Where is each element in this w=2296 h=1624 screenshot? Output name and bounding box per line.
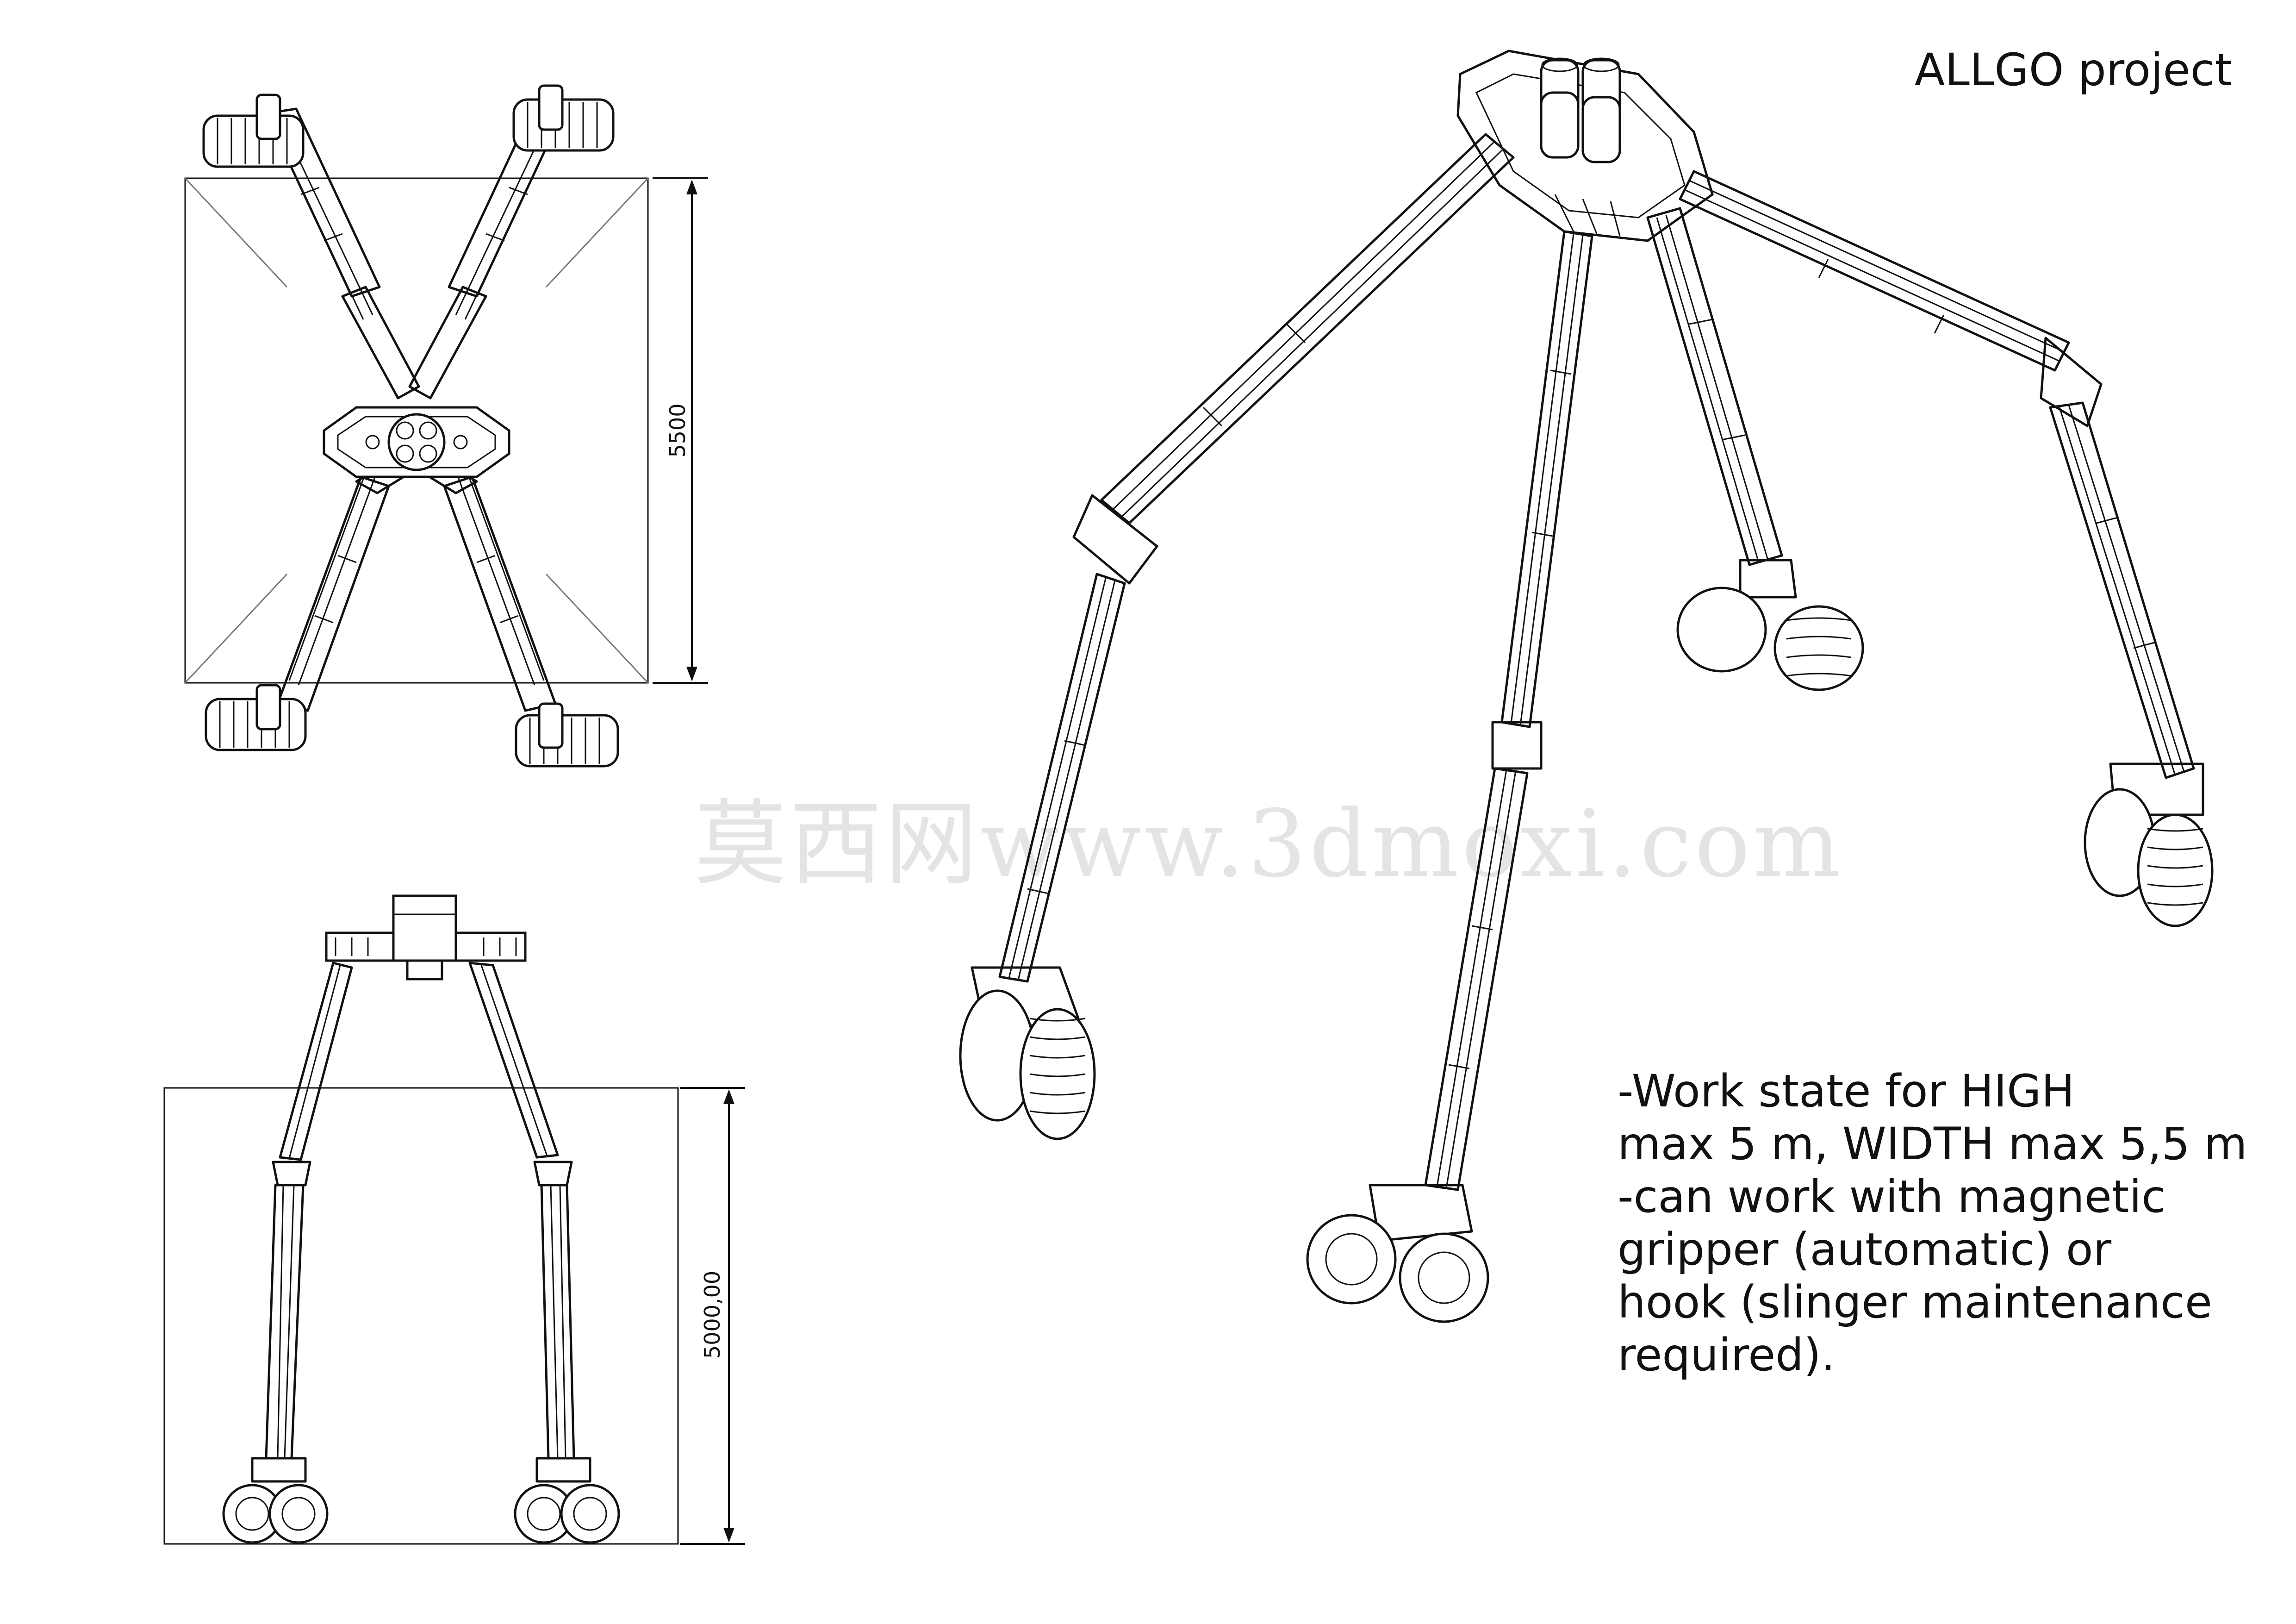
iso-wheel-right bbox=[2084, 788, 2214, 927]
top-wheel-se bbox=[515, 702, 619, 768]
iso-wheel-back bbox=[1676, 587, 1864, 691]
front-view-dimension: 5000,00 bbox=[700, 1271, 725, 1359]
iso-wheel-left bbox=[959, 989, 1096, 1140]
front-top-beam bbox=[325, 894, 527, 981]
front-leg-left bbox=[251, 962, 353, 1483]
note-line: max 5 m, WIDTH max 5,5 m bbox=[1618, 1118, 2247, 1170]
iso-platform bbox=[1456, 50, 1714, 242]
note-line: -can work with magnetic bbox=[1618, 1171, 2166, 1223]
iso-arm-back bbox=[1646, 207, 1797, 599]
iso-arm-right bbox=[1679, 170, 2204, 816]
note-line: hook (slinger maintenance bbox=[1618, 1276, 2212, 1328]
front-wheels-left bbox=[222, 1484, 329, 1544]
iso-arm-left bbox=[971, 133, 1515, 1034]
iso-arm-center bbox=[1369, 230, 1593, 1242]
front-wheels-right bbox=[514, 1484, 620, 1544]
watermark: 莫西网www.3dmoxi.com bbox=[694, 790, 1844, 898]
iso-wheel-center bbox=[1306, 1214, 1489, 1323]
note-line: gripper (automatic) or bbox=[1618, 1224, 2112, 1275]
top-wheel-nw bbox=[202, 94, 305, 168]
top-arm-nw bbox=[265, 107, 420, 400]
top-wheel-ne bbox=[512, 84, 615, 152]
top-hub bbox=[323, 406, 510, 478]
work-state-notes: -Work state for HIGH max 5 m, WIDTH max … bbox=[1618, 1065, 2247, 1381]
front-leg-right bbox=[468, 962, 591, 1483]
top-view-dimension: 5500 bbox=[665, 403, 690, 457]
top-wheel-sw bbox=[205, 684, 307, 751]
project-title: ALLGO project bbox=[1914, 44, 2232, 96]
note-line: required). bbox=[1618, 1329, 1836, 1381]
note-line: -Work state for HIGH bbox=[1618, 1065, 2075, 1117]
